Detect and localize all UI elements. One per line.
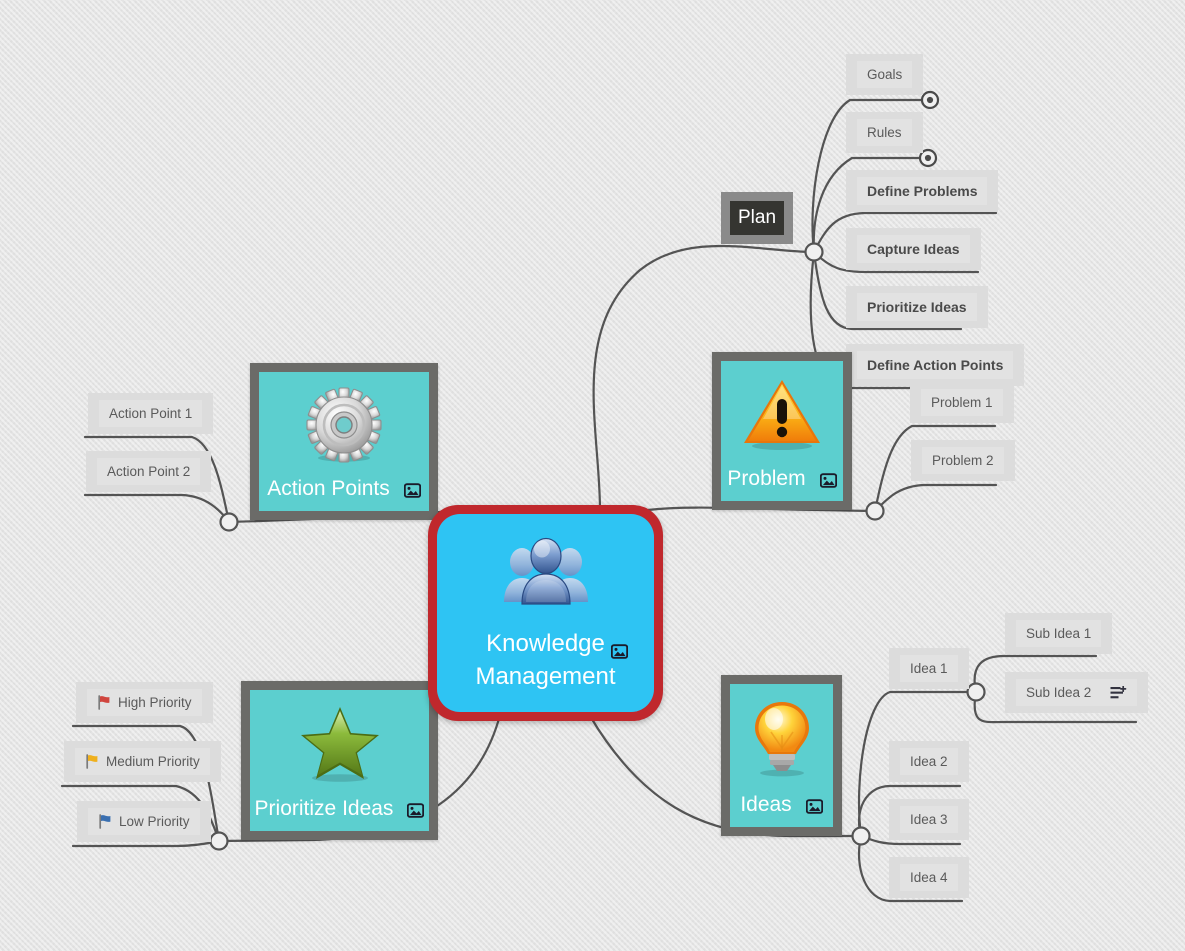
node-plan-label: Plan [730, 201, 784, 235]
node-idea-2[interactable]: Idea 2 [889, 741, 969, 782]
flag-blue-icon [98, 814, 112, 829]
node-idea-1-label: Idea 1 [910, 661, 948, 676]
hub-circle [209, 242, 986, 851]
node-ideas-label: Ideas [740, 793, 792, 816]
star-icon [250, 690, 429, 797]
node-problem[interactable]: Problem [712, 352, 852, 510]
node-prioritize-ideas-child[interactable]: Prioritize Ideas [846, 286, 988, 328]
node-idea-1[interactable]: Idea 1 [889, 648, 969, 689]
node-prioritize-ideas[interactable]: Prioritize Ideas [241, 681, 438, 840]
node-capture-ideas[interactable]: Capture Ideas [846, 228, 981, 270]
node-define-problems-label: Define Problems [867, 183, 978, 199]
users-icon [502, 536, 590, 613]
picture-icon[interactable] [610, 643, 629, 660]
node-medium-priority[interactable]: Medium Priority [64, 741, 221, 782]
gear-icon [259, 372, 429, 477]
node-rules-label: Rules [867, 125, 902, 140]
node-define-action-points[interactable]: Define Action Points [846, 344, 1025, 386]
flag-yellow-icon [85, 754, 99, 769]
picture-icon[interactable] [403, 481, 421, 498]
node-knowledge-management-label-line2: Management [475, 663, 616, 690]
picture-icon[interactable] [407, 801, 425, 818]
node-action-point-2[interactable]: Action Point 2 [86, 451, 212, 492]
node-idea-4[interactable]: Idea 4 [889, 857, 969, 898]
node-ideas[interactable]: Ideas [721, 675, 842, 836]
node-sub-idea-1[interactable]: Sub Idea 1 [1005, 613, 1113, 654]
node-problem-2-label: Problem 2 [932, 453, 994, 468]
node-idea-2-label: Idea 2 [910, 754, 948, 769]
node-capture-ideas-label: Capture Ideas [867, 241, 960, 257]
node-action-point-1-label: Action Point 1 [109, 406, 193, 421]
node-low-priority-label: Low Priority [119, 814, 190, 829]
node-knowledge-management-label-line1: Knowledge [486, 630, 605, 657]
node-action-point-1[interactable]: Action Point 1 [88, 393, 214, 434]
node-problem-2[interactable]: Problem 2 [911, 440, 1015, 481]
flag-red-icon [97, 695, 111, 710]
node-problem-1[interactable]: Problem 1 [910, 382, 1014, 423]
picture-icon[interactable] [805, 797, 823, 814]
node-goals-label: Goals [867, 67, 903, 82]
node-low-priority[interactable]: Low Priority [77, 801, 211, 842]
node-sub-idea-1-label: Sub Idea 1 [1026, 626, 1092, 641]
add-note-icon[interactable] [1110, 685, 1127, 700]
node-sub-idea-2-label: Sub Idea 2 [1026, 685, 1092, 700]
node-medium-priority-label: Medium Priority [106, 754, 200, 769]
node-prioritize-ideas-child-label: Prioritize Ideas [867, 299, 967, 315]
node-problem-1-label: Problem 1 [931, 395, 993, 410]
node-knowledge-management[interactable]: Knowledge Management [428, 505, 663, 721]
node-plan[interactable]: Plan [721, 192, 793, 244]
node-action-points-label: Action Points [267, 477, 390, 500]
leaf-end-marker [918, 90, 940, 168]
node-define-action-points-label: Define Action Points [867, 357, 1004, 373]
node-action-point-2-label: Action Point 2 [107, 464, 191, 479]
node-sub-idea-2[interactable]: Sub Idea 2 [1005, 672, 1149, 713]
node-action-points[interactable]: Action Points [250, 363, 438, 520]
node-idea-3-label: Idea 3 [910, 812, 948, 827]
node-high-priority-label: High Priority [118, 695, 192, 710]
node-idea-4-label: Idea 4 [910, 870, 948, 885]
node-goals[interactable]: Goals [846, 54, 924, 95]
node-high-priority[interactable]: High Priority [76, 682, 213, 723]
picture-icon[interactable] [819, 471, 837, 488]
node-rules[interactable]: Rules [846, 112, 923, 153]
node-problem-label: Problem [727, 467, 806, 490]
warning-triangle-icon [721, 361, 843, 467]
lightbulb-icon [730, 684, 833, 793]
node-prioritize-ideas-label: Prioritize Ideas [254, 797, 394, 820]
node-define-problems[interactable]: Define Problems [846, 170, 999, 212]
node-idea-3[interactable]: Idea 3 [889, 799, 969, 840]
